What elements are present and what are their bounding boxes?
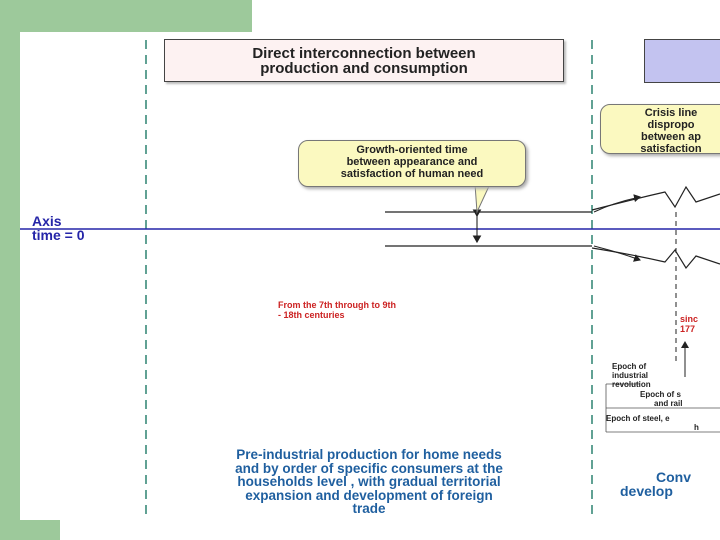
callout-crisis-line-2: dispropo (647, 119, 695, 131)
since-note: sinc 177 (680, 314, 698, 334)
background-green-left (0, 0, 20, 540)
epoch-industrial: Epoch of industrial revolution (612, 362, 651, 389)
conventional-line-2: develop (620, 483, 673, 499)
conventional-text: Conv develop (620, 470, 691, 498)
callout-crisis: Crisis line dispropo between ap satisfac… (600, 104, 720, 155)
since-note-line-2: 177 (680, 324, 696, 334)
callout-crisis-line-3: between ap (641, 131, 701, 143)
epoch-steel-line-1: Epoch of steel, e (606, 414, 670, 423)
callout-growth-line-2: between appearance and (346, 156, 478, 168)
callout-crisis-line-4: satisfaction (640, 143, 702, 155)
epoch-steam-line-2: and rail (654, 399, 683, 408)
pre-industrial-line-5: trade (352, 501, 386, 516)
era-note: From the 7th through to 9th - 18th centu… (278, 300, 396, 320)
lower-curve (591, 247, 720, 270)
callout-crisis-line-1: Crisis line (644, 107, 698, 119)
epoch-industrial-line-1: Epoch of (612, 362, 647, 371)
callout-growth: Growth-oriented time between appearance … (298, 140, 526, 187)
title-left-line-2: production and consumption (260, 59, 468, 77)
epoch-steam: Epoch of s and rail (640, 390, 682, 408)
epoch-industrial-line-2: industrial (612, 371, 649, 380)
era-note-line-1: From the 7th through to 9th (278, 300, 396, 310)
upper-arrow (593, 194, 641, 213)
epoch-industrial-line-3: revolution (612, 380, 651, 389)
lower-arrow (593, 245, 641, 262)
callout-pointer (474, 183, 491, 214)
diagram-panel: Direct interconnection between productio… (20, 32, 720, 520)
since-note-line-1: sinc (680, 314, 699, 324)
conventional-line-1: Conv (656, 469, 691, 485)
callout-growth-line-1: Growth-oriented time (356, 144, 468, 156)
epoch-steel-line-2: h (694, 423, 699, 432)
callout-growth-line-3: satisfaction of human need (340, 168, 484, 180)
title-box-right (644, 39, 720, 83)
pre-industrial-text: Pre-industrial production for home needs… (146, 448, 592, 516)
upper-curve (591, 185, 720, 211)
diagram-lines (20, 40, 720, 516)
pre-industrial-line-4: expansion and development of foreign (245, 487, 493, 503)
pre-industrial-line-1: Pre-industrial production for home needs (236, 447, 502, 462)
pre-industrial-line-3: households level , with gradual territor… (237, 474, 501, 489)
title-box-left: Direct interconnection between productio… (164, 39, 564, 82)
axis-label-line-2: time = 0 (32, 227, 85, 243)
axis-label-line-1: Axis (32, 213, 62, 229)
title-left-line-1: Direct interconnection between (252, 44, 476, 62)
background-green-bottom (20, 520, 60, 540)
era-note-line-2: - 18th centuries (278, 310, 345, 320)
epoch-steel: Epoch of steel, e h (606, 414, 699, 432)
pre-industrial-line-2: and by order of specific consumers at th… (235, 460, 503, 476)
background-green-top (0, 0, 252, 32)
axis-label: Axis time = 0 (32, 214, 85, 242)
epoch-steam-line-1: Epoch of s (640, 390, 681, 399)
